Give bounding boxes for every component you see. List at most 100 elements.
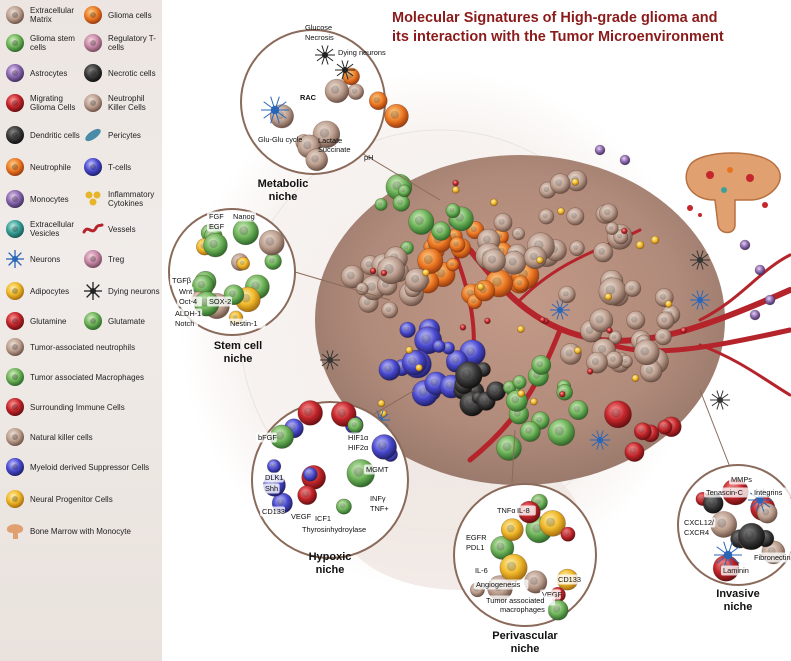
label-background (682, 517, 716, 528)
adipocyte (517, 325, 525, 333)
cell-nucleus (304, 407, 313, 417)
cell-nucleus (638, 427, 645, 434)
neutrophile-icon (6, 158, 24, 176)
label-background (207, 296, 232, 307)
adipocyte (573, 346, 582, 355)
glutamine (680, 327, 687, 334)
cell-nucleus (418, 387, 428, 397)
stem-cell-niche-suffix: niche (223, 353, 253, 365)
niche-cell (737, 522, 766, 551)
tumor-cell (431, 221, 451, 241)
label-glucose: Glucose (305, 23, 332, 32)
tumor-cell (531, 355, 552, 375)
dying-neuron-cell (315, 45, 335, 65)
cell-nucleus (555, 179, 563, 187)
label-background (263, 472, 284, 483)
legend-item-label: Migrating Glioma Cells (30, 94, 76, 112)
label-background (364, 464, 385, 475)
label-background (464, 542, 485, 553)
adipocyte (536, 256, 544, 264)
cell-nucleus (506, 524, 515, 533)
label-dying: Dying neurons (338, 48, 386, 57)
cell-nucleus (659, 293, 667, 300)
label-background (300, 524, 380, 535)
perivascular-label: Tumor associated (486, 596, 544, 605)
neuron-cell (590, 430, 610, 450)
adipocyte (415, 363, 423, 372)
stem-cell-label: SOX-2 (209, 297, 231, 306)
hypoxic-label: ICF1 (315, 514, 331, 523)
tumor-cell (417, 247, 444, 274)
cytokine (650, 235, 660, 245)
hypoxic-niche-label: Hypoxic niche (275, 551, 385, 577)
glioma-cell-icon (84, 6, 102, 24)
stem-cell-label: Notch (175, 319, 194, 328)
label-background (177, 296, 202, 307)
metabolic-niche-label: Metabolic niche (228, 178, 338, 204)
legend-item: Glioma stem cells (4, 32, 84, 54)
legend-item-label: Vessels (108, 224, 136, 234)
metabolic-annotations: Glucose Necrosis Dying neurons RAC Lacta… (258, 23, 386, 162)
legend-item: Extracellular Matrix (4, 4, 84, 26)
cell-nucleus (337, 408, 347, 418)
stem-cell-label: Oct-4 (179, 297, 197, 306)
cytokine (635, 240, 645, 250)
cell-nucleus (598, 247, 606, 255)
adipocyte (664, 300, 673, 308)
legend-item: Pericytes (82, 124, 162, 146)
label-background (498, 604, 549, 615)
cell-nucleus (414, 216, 424, 225)
legend-item-label: Glutamate (108, 316, 145, 326)
legend-item: Extracellular Vesicles (4, 218, 84, 240)
niche-cell (302, 466, 318, 482)
metabolic-niche-suffix: niche (268, 191, 298, 203)
extracellular-matrix-icon (6, 6, 24, 24)
cell-nucleus (535, 498, 541, 505)
cell-nucleus (661, 423, 667, 429)
adipocyte (557, 207, 565, 215)
cell-nucleus (565, 349, 573, 357)
cell-nucleus (302, 490, 310, 498)
invasive-label: Fibronectin (754, 553, 791, 562)
cell-nucleus (197, 280, 206, 289)
legend-item-label: Dying neurons (108, 286, 160, 296)
legend-item-label: T-cells (108, 162, 132, 172)
cell-nucleus (239, 226, 249, 236)
legend-item-label: Dendritic cells (30, 130, 80, 140)
stem-cell-label: ALDH-1 (175, 309, 201, 318)
tumor-cell (568, 400, 589, 420)
label-background (464, 532, 485, 543)
cell-nucleus (611, 408, 621, 418)
tumor-associated-macrophage-icon (6, 368, 24, 386)
tumor-cell (657, 419, 673, 435)
label-background (263, 483, 280, 494)
tumor-associated-neutrophil-icon (6, 338, 24, 356)
legend-item: Necrotic cells (82, 62, 162, 84)
legend-item-label: Extracellular Vesicles (30, 220, 75, 238)
invasive-label: Laminin (723, 566, 749, 575)
niche-cell (384, 103, 409, 129)
cell-nucleus (466, 346, 476, 356)
label-background (556, 574, 581, 585)
cell-nucleus (762, 508, 770, 516)
tumor-cell (481, 248, 506, 273)
glutamine (559, 390, 566, 398)
vessel-icon (82, 223, 104, 234)
niche-cell (258, 229, 285, 256)
figure-title: Molecular Signatures of High-grade gliom… (392, 9, 787, 47)
cell-nucleus (436, 268, 446, 278)
legend-item: Neurons (4, 248, 84, 270)
legend-item: Dendritic cells (4, 124, 84, 146)
cell-nucleus (270, 463, 276, 468)
tumor-cell (549, 173, 571, 194)
cell-nucleus (385, 306, 392, 313)
label-ph: pH (364, 153, 373, 162)
legend-item: Adipocytes (4, 280, 84, 302)
cell-nucleus (303, 141, 312, 150)
invasive-label: Integrins (754, 488, 783, 497)
legend-item-label: Myeloid derived Suppressor Cells (30, 462, 150, 472)
cell-nucleus (470, 226, 477, 233)
adipocyte (377, 399, 386, 408)
cell-nucleus (359, 286, 364, 291)
label-background (260, 506, 285, 517)
